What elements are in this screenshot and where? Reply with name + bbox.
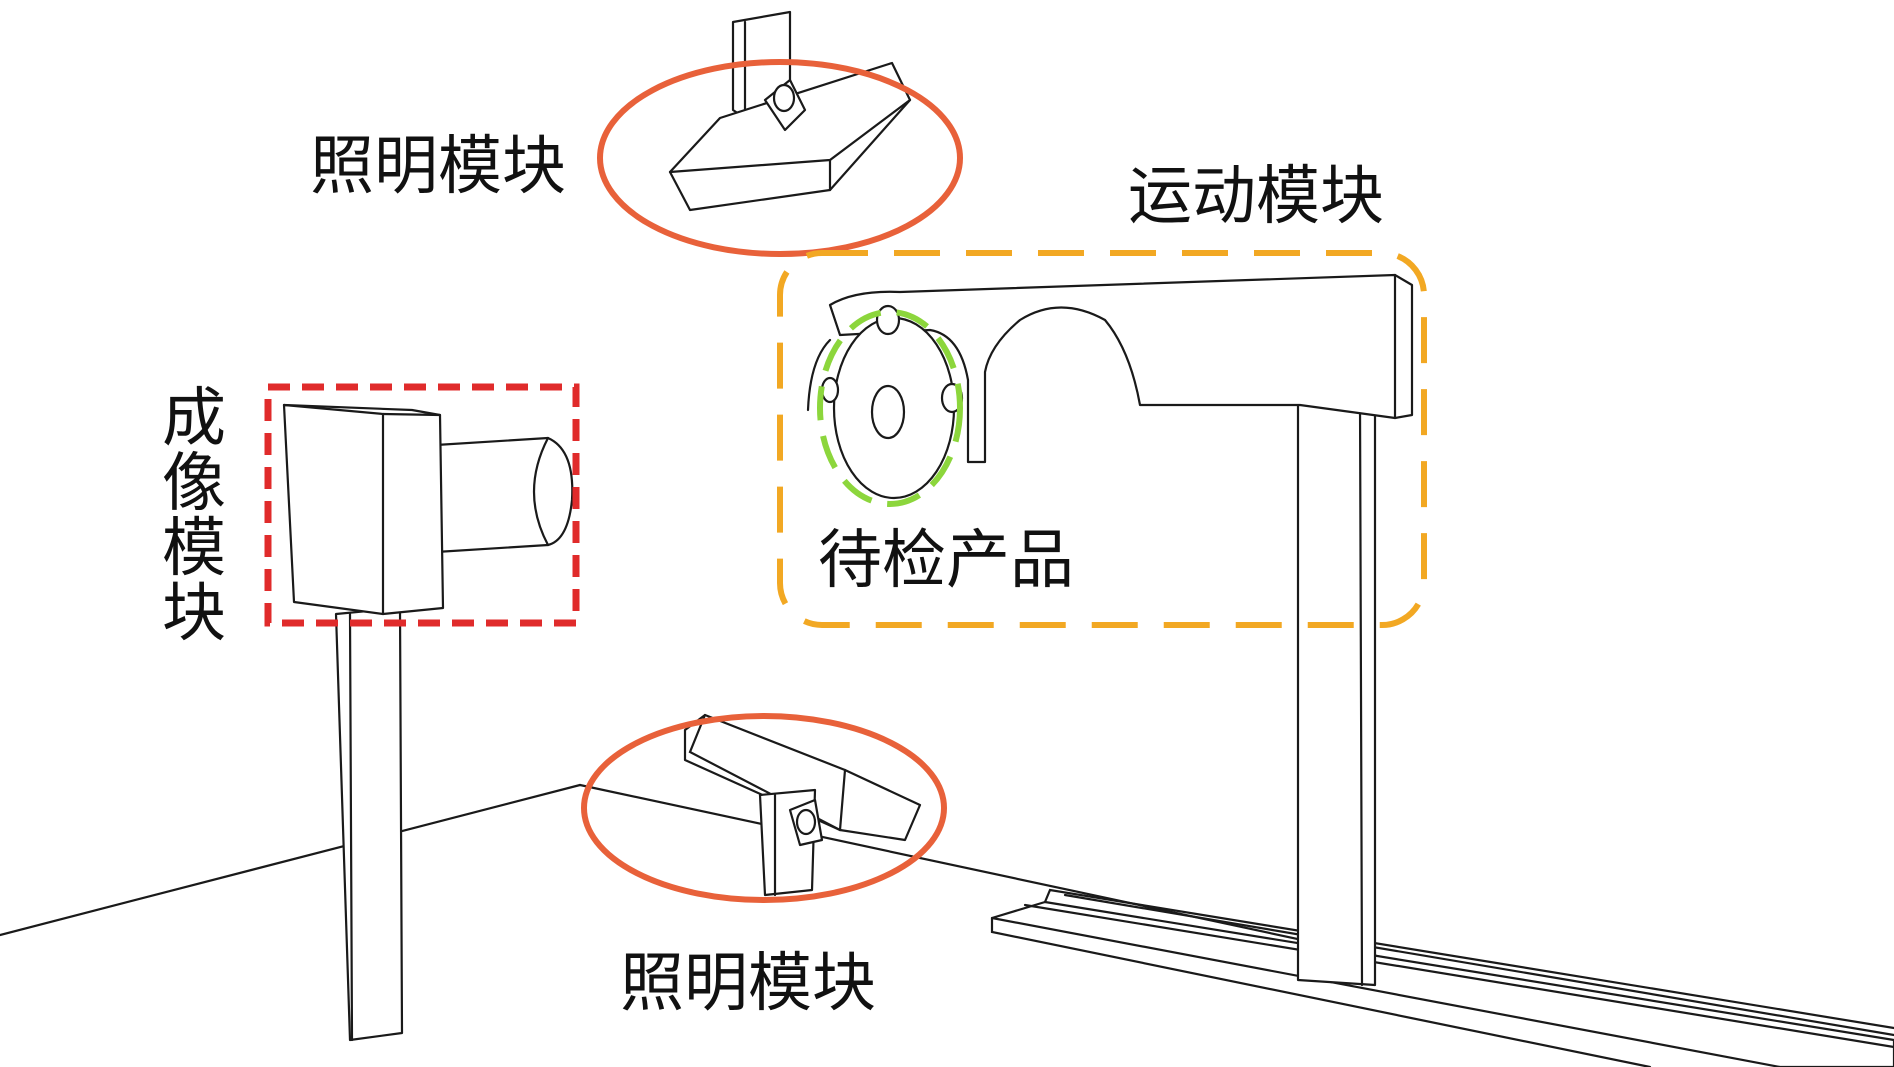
- camera-post: [334, 606, 404, 1042]
- label-imaging-char-4: 块: [162, 577, 226, 651]
- gantry-beam: [828, 273, 1414, 464]
- camera-lens: [434, 436, 574, 554]
- label-lighting-bottom: 照明模块: [620, 947, 876, 1021]
- motion-module: [806, 273, 1414, 987]
- camera-body: [282, 403, 445, 616]
- label-imaging: 成 像 模 块: [162, 382, 226, 651]
- label-motion: 运动模块: [1128, 160, 1384, 234]
- label-product: 待检产品: [818, 524, 1074, 598]
- lighting-top-highlight: [597, 59, 963, 257]
- lighting-module-top: [668, 10, 912, 212]
- imaging-module: [282, 403, 574, 1042]
- label-lighting-top: 照明模块: [310, 130, 566, 204]
- motion-highlight: [777, 250, 1427, 628]
- label-imaging-char-3: 模: [162, 512, 226, 586]
- imaging-highlight: [264, 383, 580, 627]
- label-imaging-char-2: 像: [162, 447, 226, 521]
- lighting-bottom-highlight: [581, 713, 947, 903]
- lighting-module-bottom: [683, 713, 922, 897]
- product-highlight: [817, 309, 963, 507]
- rail-track: [990, 888, 1894, 1067]
- gantry-column: [1296, 400, 1377, 987]
- label-imaging-char-1: 成: [162, 382, 226, 456]
